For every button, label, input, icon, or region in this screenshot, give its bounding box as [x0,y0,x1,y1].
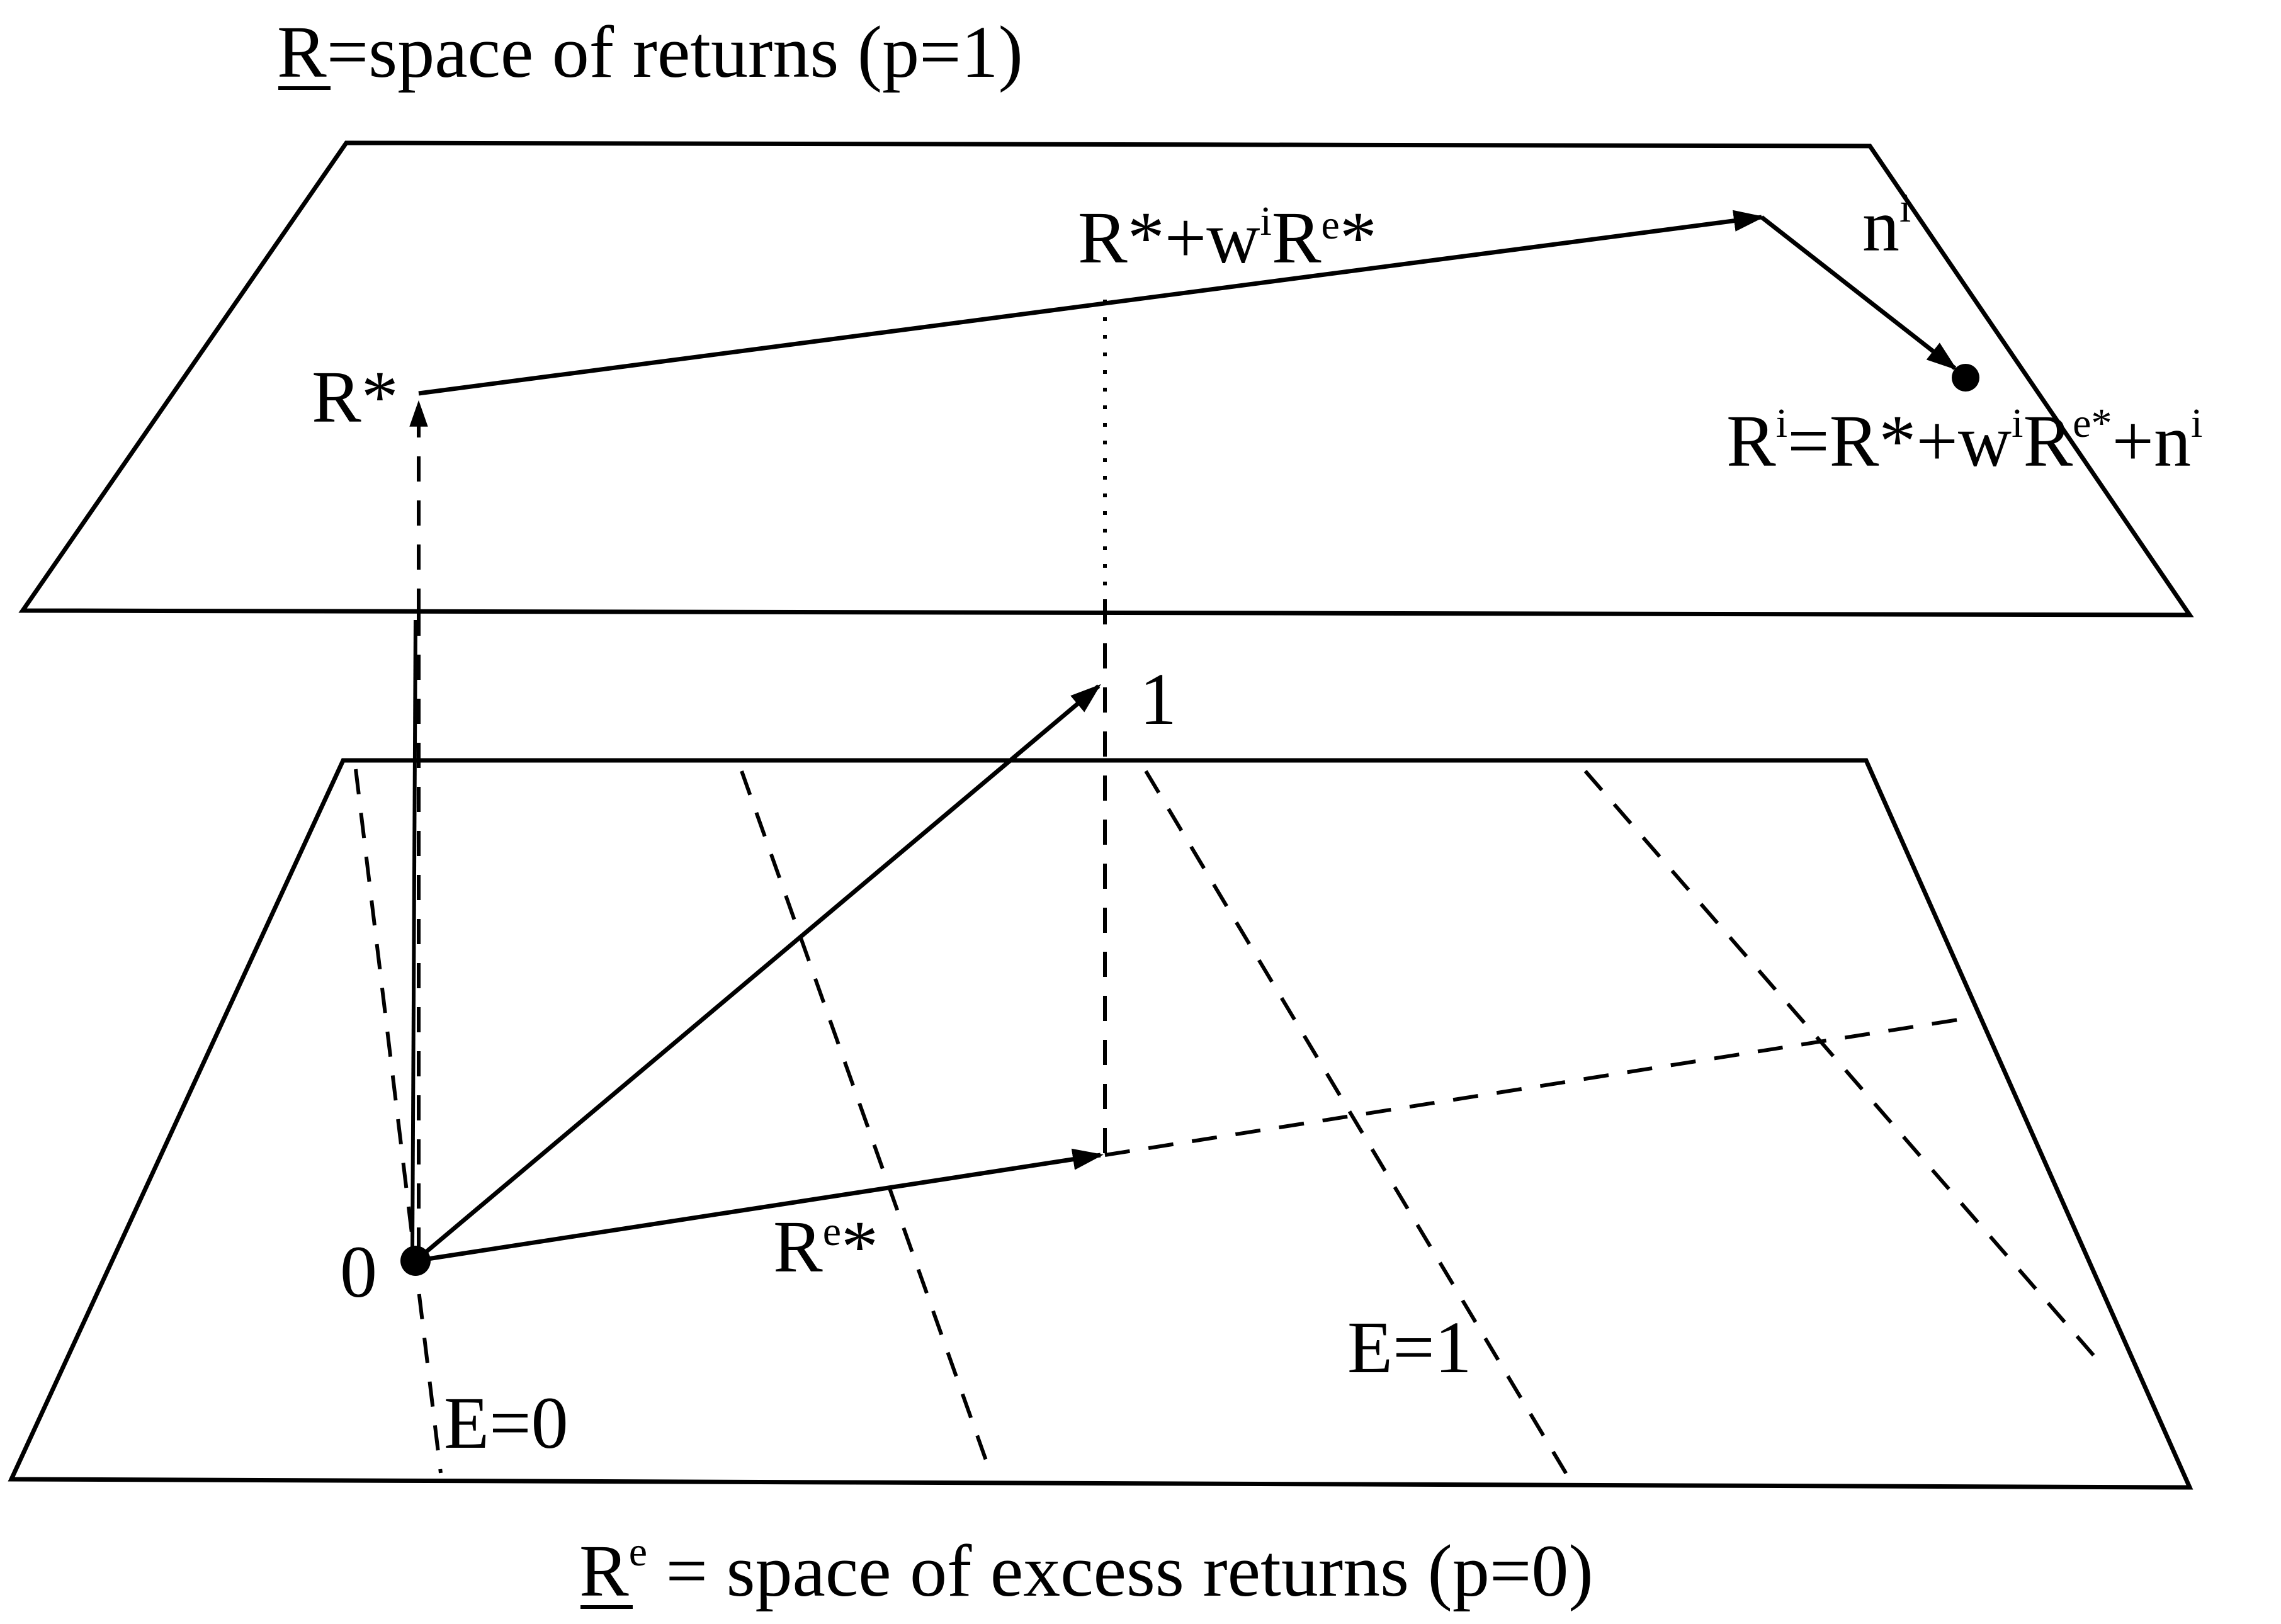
e0-label: E=0 [444,1382,569,1464]
returns-plane [18,140,2194,617]
origin-label: 0 [340,1231,377,1313]
ri-equation-label: Ri=R*+wiRe*+ni [1726,400,2202,482]
n-i-arrow [1760,215,1957,371]
re-star-label: Re* [773,1205,878,1288]
re-star-arrow [415,1148,1104,1263]
e1-label: E=1 [1347,1306,1472,1389]
r-star-to-projection-arrow [418,210,1765,396]
r-star-vertical-solid-lower [410,619,417,1253]
one-label: 1 [1140,658,1177,740]
contour-line-e0 [354,769,443,1474]
projection-label: R*+wiRe* [1078,196,1377,279]
r-star-label: R* [312,356,399,438]
contour-line-2 [740,770,993,1477]
ri-point [1952,364,1979,392]
top-plane-title: R=space of returns (p=1) [277,11,1023,93]
excess-return-direction-line [1104,1018,1959,1157]
bottom-plane-title: Re = space of excess returns (p=0) [579,1529,1593,1612]
contour-line-e1 [1144,770,1570,1477]
excess-returns-plane [8,758,2193,1490]
n-i-label: ni [1862,184,1911,267]
contour-line-4 [1583,770,2105,1367]
origin-to-one-arrow [414,684,1101,1263]
origin-point [400,1246,431,1276]
